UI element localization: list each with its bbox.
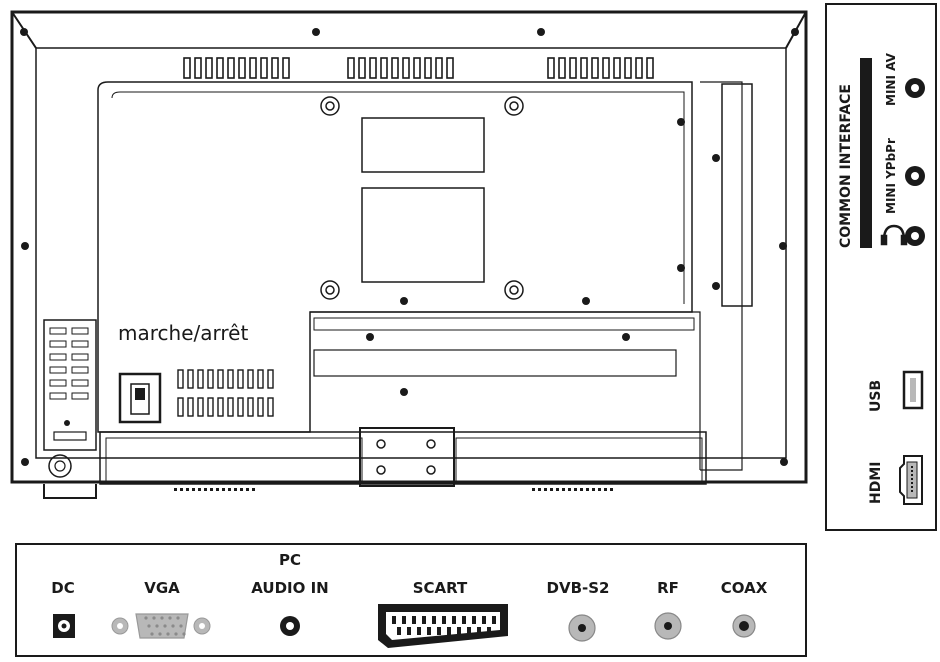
vga-port[interactable] — [111, 613, 211, 639]
common-interface-label: COMMON INTERFACE — [838, 84, 854, 248]
dc-label: DC — [51, 579, 74, 597]
audio-in-label: AUDIO IN — [251, 579, 328, 597]
dvb-s2-port[interactable] — [568, 614, 596, 642]
dvb-s2-label: DVB-S2 — [547, 579, 610, 597]
vesa-bosses — [320, 96, 524, 300]
usb-port[interactable] — [902, 370, 924, 410]
side-connector-panel: COMMON INTERFACE MINI AV MINI YPbPr USB … — [825, 3, 937, 531]
pc-label: PC — [279, 551, 301, 569]
vga-label: VGA — [144, 579, 180, 597]
screws — [20, 28, 799, 466]
mini-av-jack[interactable] — [905, 78, 925, 98]
coax-port[interactable] — [732, 614, 756, 638]
stand-rail-dots — [174, 488, 613, 491]
control-keypad — [43, 319, 97, 478]
rf-port[interactable] — [654, 612, 682, 640]
hdmi-port[interactable] — [899, 455, 923, 505]
power-switch-label: marche/arrêt — [118, 321, 248, 345]
dc-port[interactable] — [53, 614, 75, 638]
coax-label: COAX — [721, 579, 768, 597]
mini-ypbpr-label: MINI YPbPr — [884, 138, 898, 214]
bottom-connector-panel: DC VGA PC AUDIO IN SCART DVB-S2 — [15, 543, 807, 657]
vent-grille-lower — [177, 369, 274, 417]
mini-ypbpr-jack[interactable] — [905, 166, 925, 186]
vesa-plates — [361, 117, 485, 283]
power-switch[interactable] — [118, 372, 162, 424]
hdmi-label: HDMI — [868, 462, 884, 504]
rf-label: RF — [657, 579, 679, 597]
scart-port[interactable] — [378, 604, 508, 648]
headphone-icon — [880, 224, 908, 246]
ci-slot[interactable] — [860, 58, 872, 248]
usb-label: USB — [868, 380, 884, 412]
headphone-jack[interactable] — [905, 226, 925, 246]
tv-back-panel — [10, 10, 808, 499]
mini-av-label: MINI AV — [884, 52, 898, 106]
pc-audio-in-jack[interactable] — [280, 616, 300, 636]
scart-label: SCART — [413, 579, 468, 597]
vent-grille — [183, 57, 654, 79]
stand-bracket-holes — [376, 439, 436, 475]
